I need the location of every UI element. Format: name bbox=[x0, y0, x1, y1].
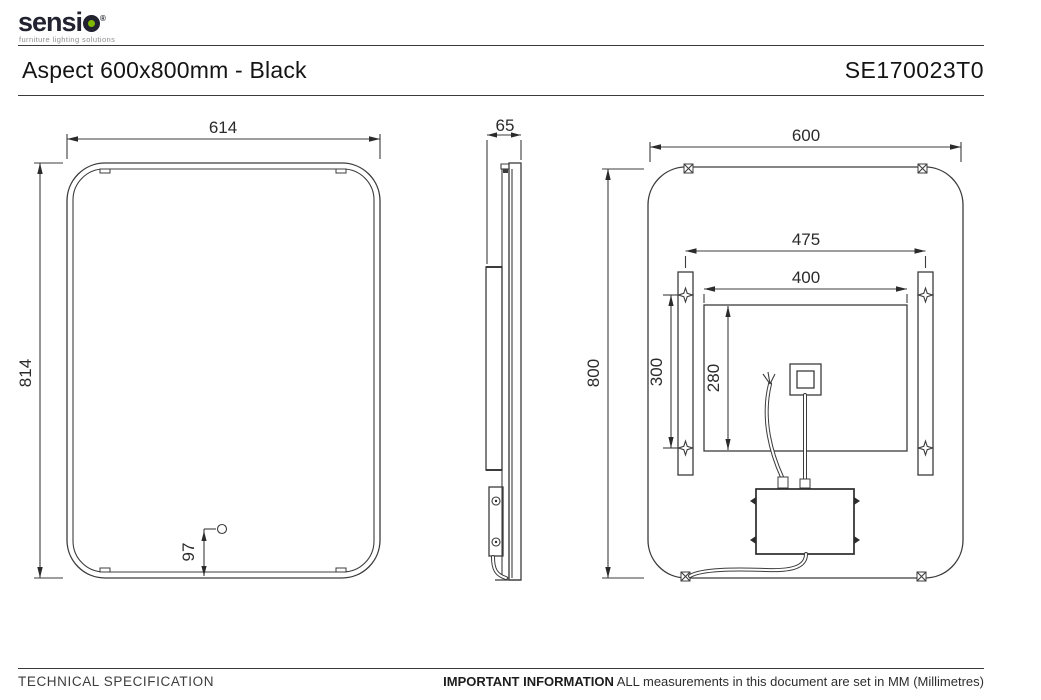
front-clip-bottom-right bbox=[335, 567, 347, 573]
dim-label-600: 600 bbox=[792, 126, 820, 145]
front-view: 614 814 97 bbox=[16, 118, 381, 579]
back-view: 600 800 bbox=[584, 126, 964, 582]
brand-tagline: furniture lighting solutions bbox=[19, 35, 116, 44]
dim-bracket-hole-span: 300 bbox=[647, 294, 678, 449]
sensor-dot-icon bbox=[216, 523, 228, 535]
dim-label-800: 800 bbox=[584, 359, 603, 387]
mounting-bracket-left bbox=[676, 271, 695, 476]
driver-tab-icon bbox=[750, 497, 756, 505]
dim-label-97: 97 bbox=[179, 543, 198, 562]
side-mirror-panel bbox=[508, 162, 522, 581]
dim-led-width: 400 bbox=[703, 268, 908, 303]
front-clip-bottom-left bbox=[99, 567, 111, 573]
back-clip-top-left bbox=[683, 163, 694, 174]
dim-bracket-span: 475 bbox=[684, 230, 927, 268]
dim-label-614: 614 bbox=[209, 118, 237, 137]
dim-back-width: 600 bbox=[649, 126, 962, 162]
side-view: 65 bbox=[485, 116, 522, 581]
footer-divider bbox=[18, 668, 984, 669]
bottom-cable bbox=[688, 552, 808, 578]
driver-tab-icon bbox=[854, 497, 860, 505]
front-clip-top-left bbox=[99, 168, 111, 174]
junction-cable bbox=[799, 393, 811, 489]
driver-tab-icon bbox=[854, 536, 860, 544]
side-top-cap bbox=[500, 163, 509, 170]
side-clip-edge bbox=[503, 169, 508, 173]
mounting-bracket-right bbox=[916, 271, 935, 476]
dim-front-height: 814 bbox=[16, 162, 63, 579]
mains-cable bbox=[762, 371, 789, 489]
footer-section-label: TECHNICAL SPECIFICATION bbox=[18, 674, 215, 689]
dim-front-width: 614 bbox=[66, 118, 381, 159]
frayed-wire-ends bbox=[762, 371, 776, 385]
brand-o-icon bbox=[83, 15, 101, 32]
driver-box bbox=[750, 488, 860, 555]
back-outer-frame bbox=[647, 166, 964, 579]
keyhole-icon bbox=[916, 439, 935, 457]
driver-tab-icon bbox=[750, 536, 756, 544]
footer-important-label: IMPORTANT INFORMATION bbox=[443, 674, 614, 689]
product-sku: SE170023T0 bbox=[844, 56, 984, 83]
footer-important-info: IMPORTANT INFORMATION ALL measurements i… bbox=[443, 674, 984, 689]
header-divider-bottom bbox=[18, 95, 984, 96]
back-clip-bottom-right bbox=[916, 571, 927, 582]
front-outer-frame bbox=[66, 162, 381, 579]
brand-text: sensi bbox=[18, 7, 83, 37]
dim-back-height: 800 bbox=[584, 168, 644, 579]
title-row: Aspect 600x800mm - Black SE170023T0 bbox=[18, 45, 984, 95]
product-title: Aspect 600x800mm - Black bbox=[22, 56, 307, 83]
junction-box bbox=[789, 363, 822, 396]
dim-label-814: 814 bbox=[16, 359, 35, 387]
dim-label-300: 300 bbox=[647, 358, 666, 386]
sensio-logo: sensi ® furniture lighting solutions bbox=[18, 6, 116, 45]
dim-side-depth: 65 bbox=[486, 116, 522, 264]
front-clip-top-right bbox=[335, 168, 347, 174]
dim-label-400: 400 bbox=[792, 268, 820, 287]
dim-label-280: 280 bbox=[704, 364, 723, 392]
side-bracket bbox=[488, 486, 504, 557]
front-inner-frame bbox=[72, 168, 375, 573]
keyhole-icon bbox=[916, 286, 935, 304]
dim-label-65: 65 bbox=[496, 116, 515, 135]
keyhole-icon bbox=[676, 286, 695, 304]
back-clip-top-right bbox=[917, 163, 928, 174]
screw-icon bbox=[491, 537, 501, 547]
side-power-cable bbox=[491, 555, 508, 580]
keyhole-icon bbox=[676, 439, 695, 457]
screw-icon bbox=[491, 496, 501, 506]
brand-wordmark: sensi ® bbox=[18, 6, 115, 37]
footer: TECHNICAL SPECIFICATION IMPORTANT INFORM… bbox=[18, 674, 984, 689]
header-divider-top bbox=[18, 45, 984, 46]
dim-led-height: 280 bbox=[704, 306, 731, 450]
side-rear-box bbox=[485, 266, 503, 471]
dim-label-475: 475 bbox=[792, 230, 820, 249]
sensor-switch: 97 bbox=[179, 523, 228, 576]
registered-trademark-icon: ® bbox=[100, 14, 106, 23]
footer-important-text: ALL measurements in this document are se… bbox=[613, 674, 984, 689]
